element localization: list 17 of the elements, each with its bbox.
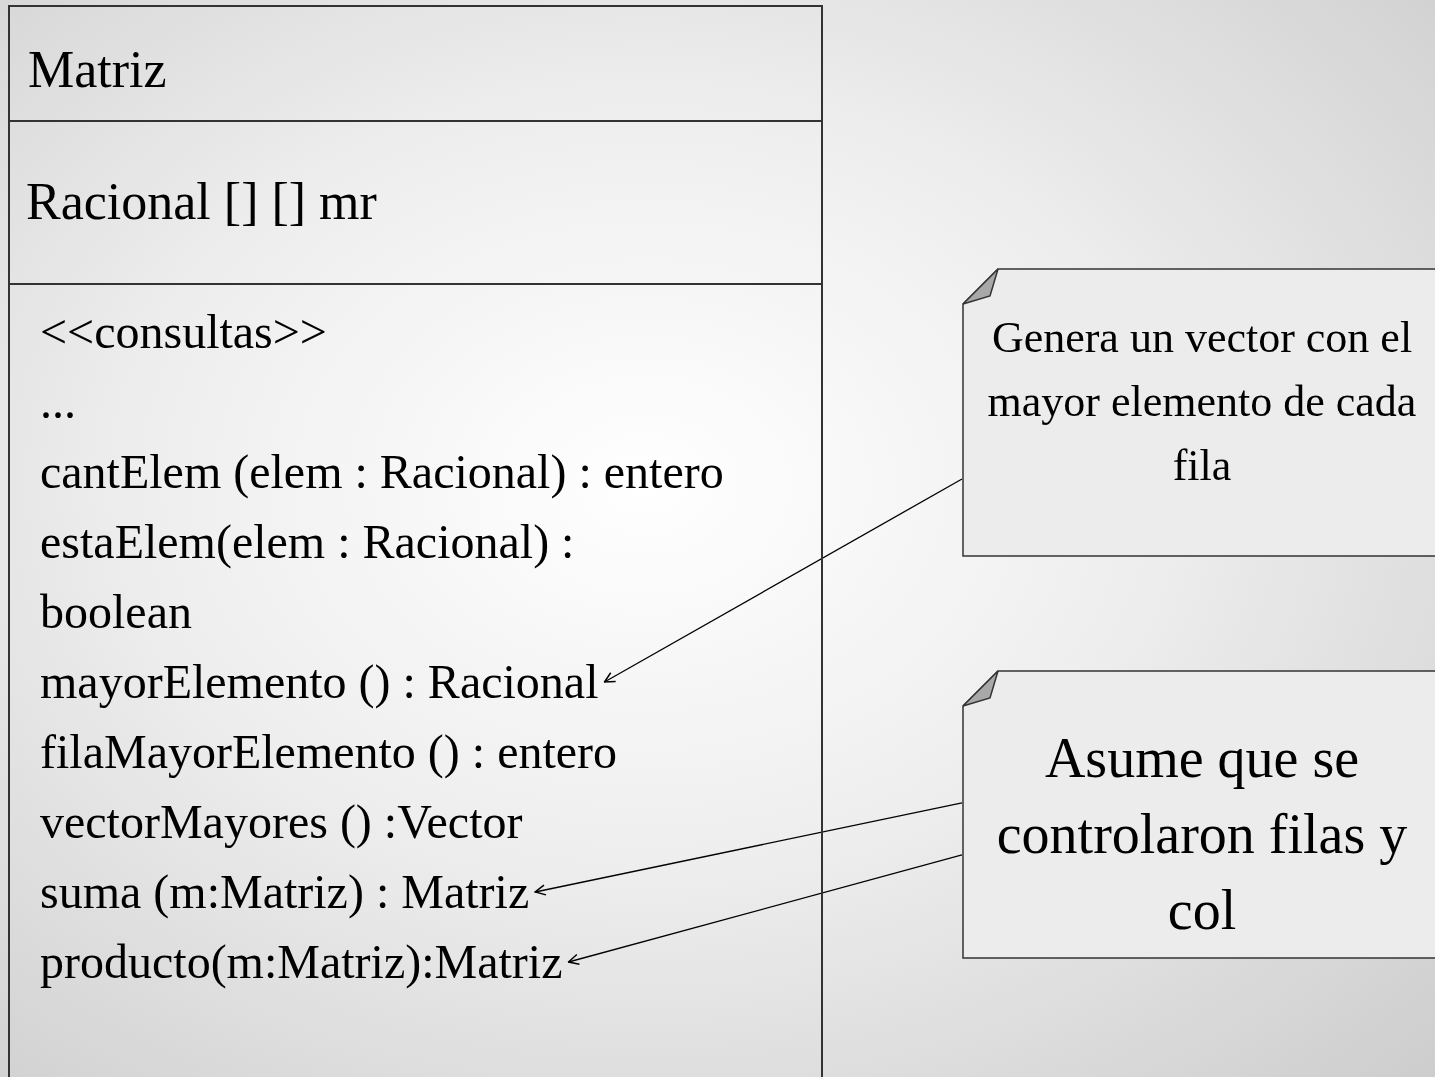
leader-line (534, 802, 963, 896)
operation-text: producto(m:Matriz):Matriz (40, 927, 563, 997)
attribute-compartment (8, 120, 823, 285)
operation-text: mayorElemento () : Racional (40, 647, 599, 717)
operation-text: filaMayorElemento () : entero (40, 717, 618, 787)
attribute-text: Racional [] [] mr (26, 172, 377, 232)
operation-text: suma (m:Matriz) : Matriz (40, 857, 530, 927)
operation-text: vectorMayores () :Vector (40, 787, 523, 857)
class-box (8, 5, 823, 1077)
leader-line (603, 478, 963, 683)
class-name: Matriz (28, 40, 167, 100)
note-box: Asume que se controlaron filas y col (962, 670, 1435, 959)
stereotype-text: <<consultas>> (40, 304, 327, 360)
leader-line (567, 854, 963, 965)
note-box: Genera un vector con el mayor elemento de cada fila (962, 268, 1435, 557)
ellipsis-text: ... (40, 374, 76, 430)
operation-text: cantElem (elem : Racional) : entero (40, 437, 724, 507)
